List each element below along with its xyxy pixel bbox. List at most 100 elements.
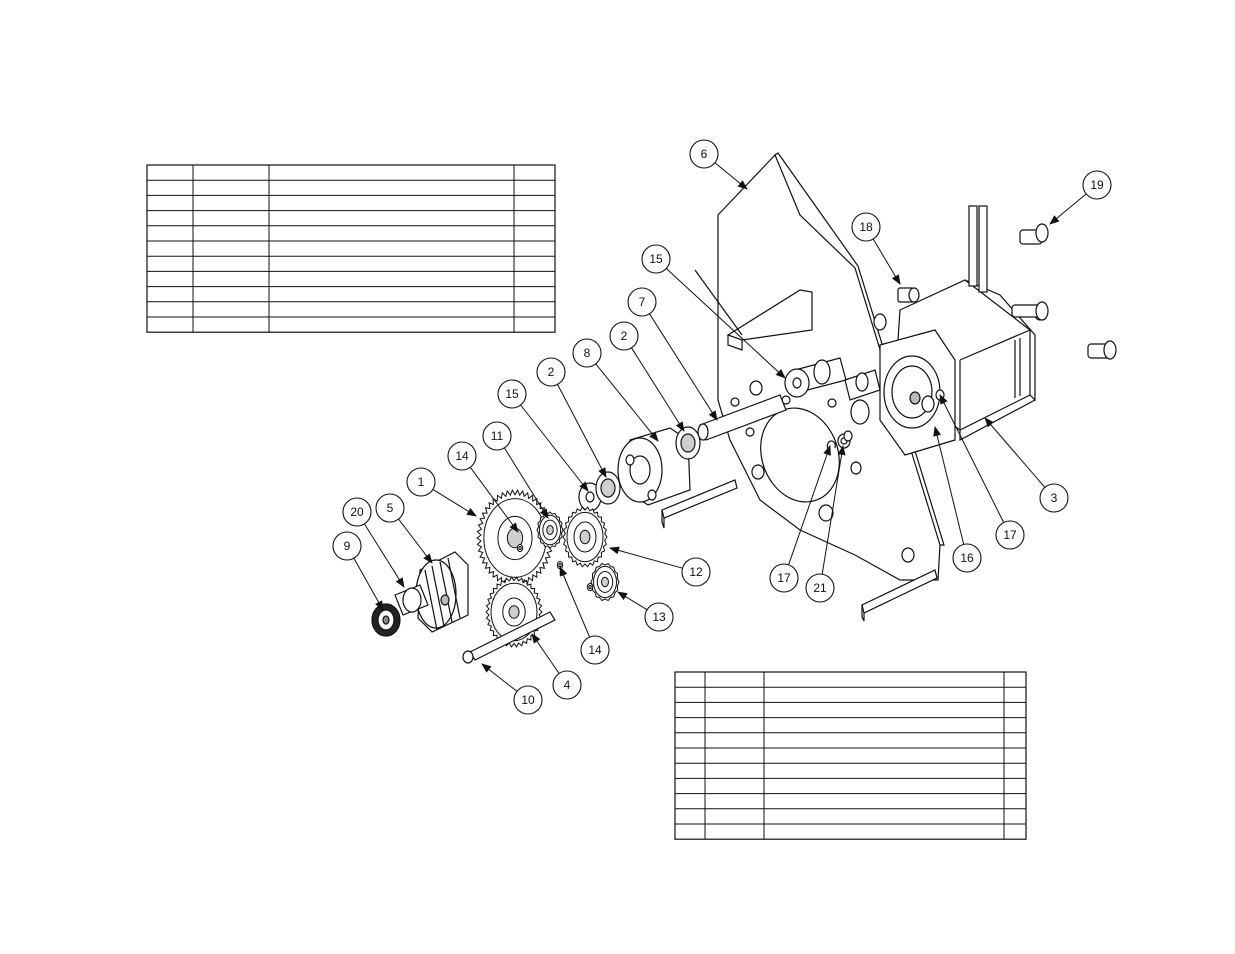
- callout-number: 8: [584, 346, 591, 360]
- leader-line: [557, 384, 607, 478]
- small-pinion: [536, 511, 564, 549]
- leader-line: [432, 488, 477, 517]
- callout-balloon: [536, 357, 566, 387]
- callout-number: 21: [813, 581, 827, 595]
- leader-line: [631, 347, 685, 432]
- callout-number: 18: [859, 220, 873, 234]
- leader-line: [503, 447, 549, 519]
- callout-number: 13: [652, 610, 666, 624]
- bearing: [595, 426, 701, 505]
- callout-number: 2: [548, 365, 555, 379]
- callout-18: 18: [851, 212, 901, 285]
- bearing-housing: [617, 427, 691, 506]
- callout-balloon: [644, 602, 674, 632]
- callout-balloon: [580, 635, 610, 665]
- leader-line: [665, 268, 786, 379]
- bearing: [586, 582, 594, 592]
- callout-balloon: [497, 379, 527, 409]
- set-screw: [394, 584, 429, 616]
- idler-shaft: [697, 357, 881, 441]
- callout-15: 15: [497, 379, 589, 492]
- callout-number: 17: [777, 571, 791, 585]
- callout-balloon: [332, 531, 362, 561]
- callout-12: 12: [609, 546, 711, 587]
- callout-7: 7: [627, 287, 718, 421]
- callout-8: 8: [572, 338, 659, 442]
- leader-line: [617, 591, 648, 611]
- callout-balloon: [769, 563, 799, 593]
- leader-line: [933, 426, 965, 545]
- callout-balloon: [406, 467, 436, 497]
- callout-balloon: [627, 287, 657, 317]
- callout-9: 9: [332, 531, 384, 611]
- callout-number: 20: [350, 505, 364, 519]
- callout-2: 2: [536, 357, 607, 478]
- stepper-motor: [873, 205, 1047, 456]
- callout-number: 11: [491, 429, 504, 443]
- callout-5: 5: [375, 493, 433, 564]
- parts-table-lower: [674, 671, 1027, 840]
- callout-15: 15: [641, 244, 786, 379]
- callout-1: 1: [406, 467, 477, 517]
- callout-4: 4: [531, 633, 582, 700]
- callout-16: 16: [933, 426, 982, 573]
- callout-balloon: [681, 557, 711, 587]
- callout-number: 9: [344, 539, 351, 553]
- gear-train: [476, 488, 620, 648]
- callout-balloon: [513, 685, 543, 715]
- callout-balloon: [482, 421, 512, 451]
- leader-line: [520, 404, 589, 492]
- callout-number: 16: [960, 551, 974, 565]
- callout-number: 4: [564, 678, 571, 692]
- leader-line: [363, 523, 405, 588]
- callout-balloon: [342, 497, 372, 527]
- callout-10: 10: [481, 663, 543, 715]
- callout-balloon: [641, 244, 671, 274]
- leader-line: [939, 394, 1005, 523]
- callout-balloon: [805, 573, 835, 603]
- callout-number: 12: [689, 565, 703, 579]
- leader-line: [821, 445, 846, 575]
- callout-balloon: [1082, 170, 1112, 200]
- callout-13: 13: [617, 591, 674, 632]
- callout-21: 21: [805, 445, 846, 603]
- callout-balloon: [447, 441, 477, 471]
- callout-19: 19: [1049, 170, 1112, 225]
- callout-6: 6: [689, 139, 748, 190]
- callout-balloon: [572, 338, 602, 368]
- callout-14: 14: [559, 566, 610, 665]
- callout-balloon: [375, 493, 405, 523]
- callout-number: 1: [418, 475, 425, 489]
- callout-balloon: [995, 520, 1025, 550]
- callout-number: 17: [1003, 528, 1017, 542]
- small-washer: [843, 430, 853, 442]
- callout-20: 20: [342, 497, 405, 588]
- drive-shaft: [462, 611, 556, 664]
- callout-number: 14: [588, 643, 602, 657]
- callout-number: 3: [1051, 491, 1058, 505]
- motor-shaft-hub: [921, 395, 935, 413]
- leader-line: [469, 467, 519, 533]
- leader-line: [559, 566, 591, 638]
- standoff-screw: [897, 287, 920, 303]
- leader-line: [649, 313, 718, 421]
- callout-14: 14: [447, 441, 519, 533]
- leader-line: [1049, 193, 1087, 225]
- callout-17: 17: [769, 445, 831, 593]
- callout-17: 17: [939, 394, 1025, 550]
- leader-line: [872, 238, 901, 285]
- callout-number: 15: [649, 252, 663, 266]
- leader-line: [984, 417, 1046, 488]
- leader-line: [531, 633, 560, 674]
- leader-line: [788, 445, 831, 565]
- callout-balloon: [851, 212, 881, 242]
- callout-11: 11: [482, 421, 549, 519]
- leader-line: [714, 162, 748, 190]
- callout-balloon: [952, 543, 982, 573]
- parts-table-upper: [146, 164, 556, 333]
- callout-number: 19: [1090, 178, 1104, 192]
- callout-number: 2: [621, 329, 628, 343]
- leader-line: [595, 363, 659, 442]
